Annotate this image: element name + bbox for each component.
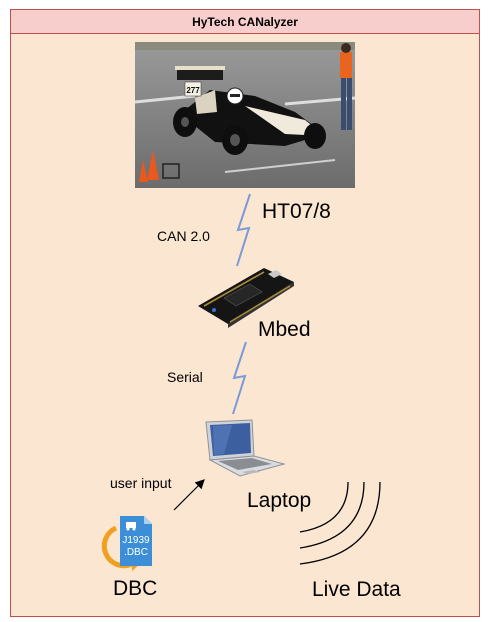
diagram-title: HyTech CANalyzer — [192, 14, 298, 29]
user-input-label: user input — [110, 475, 172, 491]
can-link-bolt — [236, 193, 251, 267]
race-car-photo: 277 — [134, 42, 356, 188]
mbed-label: Mbed — [258, 318, 311, 341]
car-label: HT07/8 — [262, 200, 331, 223]
laptop-image — [205, 419, 286, 477]
serial-link-bolt — [232, 341, 247, 415]
serial-link-label: Serial — [167, 369, 203, 385]
dbc-file-icon: J1939 .DBC — [101, 516, 152, 571]
laptop-label: Laptop — [247, 489, 312, 512]
dbc-file-text-2: .DBC — [124, 547, 148, 558]
dbc-label: DBC — [113, 577, 158, 600]
live-data-signal-icon — [299, 481, 381, 565]
car-number: 277 — [186, 86, 200, 95]
title-bar: HyTech CANalyzer — [11, 10, 479, 34]
can-link-label: CAN 2.0 — [157, 228, 210, 244]
live-data-label: Live Data — [312, 578, 401, 601]
user-input-arrow — [173, 479, 205, 511]
dbc-file-text-1: J1939 — [122, 535, 150, 546]
mbed-board-image — [198, 268, 294, 328]
